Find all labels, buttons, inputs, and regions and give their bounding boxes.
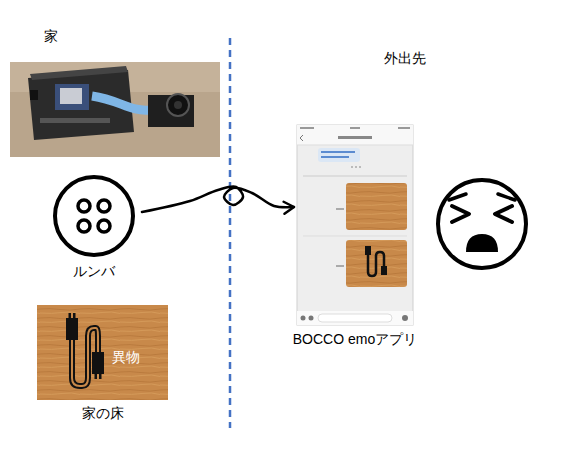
- app-screen: BOCCO emoアプリ: [297, 125, 413, 325]
- phone-screenshot: [297, 125, 413, 325]
- region-label: 外出先: [384, 50, 426, 67]
- node-label: 家の床: [82, 405, 124, 422]
- floor-image: 異物家の床: [37, 305, 168, 400]
- roomba-circle: ルンバ: [48, 175, 140, 257]
- sad-face: [438, 180, 526, 268]
- node-label: BOCCO emoアプリ: [293, 331, 417, 348]
- divider-line: [229, 38, 232, 428]
- circuit-photo: [10, 62, 220, 157]
- node-label: 異物: [112, 349, 140, 366]
- floor-photo: [37, 305, 168, 400]
- region-label: 家: [44, 28, 58, 45]
- send-arrow: [142, 186, 294, 212]
- roomba-outline: [48, 175, 140, 257]
- node-label: ルンバ: [73, 263, 115, 280]
